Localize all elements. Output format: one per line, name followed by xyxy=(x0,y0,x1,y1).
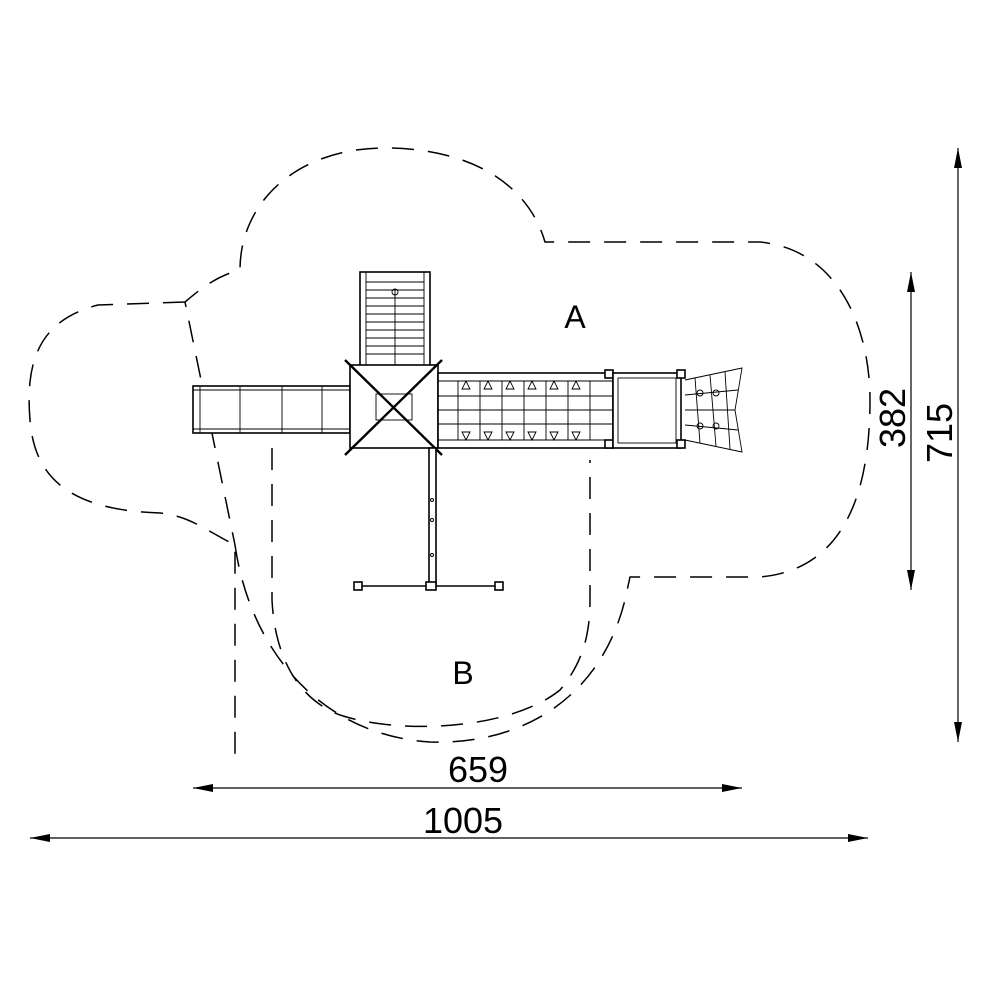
swing-beam xyxy=(428,447,437,587)
net-ramp-right xyxy=(684,367,743,453)
dimension-659-text: 659 xyxy=(448,749,508,790)
slide-left xyxy=(192,385,351,434)
dimension-width-outer: 1005 xyxy=(30,800,868,842)
platform-square xyxy=(612,372,682,449)
dimension-382-text: 382 xyxy=(872,388,913,448)
zone-b-label: B xyxy=(452,655,473,691)
safety-zone-a xyxy=(28,147,871,760)
steps-top xyxy=(359,271,431,367)
safety-zone-b xyxy=(271,448,591,728)
dimension-width-inner: 659 xyxy=(193,749,742,792)
zone-a-label: A xyxy=(564,299,586,335)
dimension-depth-inner: 382 xyxy=(872,272,915,590)
swing-frame xyxy=(353,447,504,591)
tower-platform xyxy=(344,359,443,456)
platform-right xyxy=(612,369,686,449)
net-frame xyxy=(437,372,614,449)
dimension-1005-text: 1005 xyxy=(423,800,503,841)
dimension-715-text: 715 xyxy=(919,403,960,463)
dimension-depth-outer: 715 xyxy=(919,148,962,742)
net-bridge xyxy=(437,369,614,449)
slide-chute xyxy=(192,385,351,434)
